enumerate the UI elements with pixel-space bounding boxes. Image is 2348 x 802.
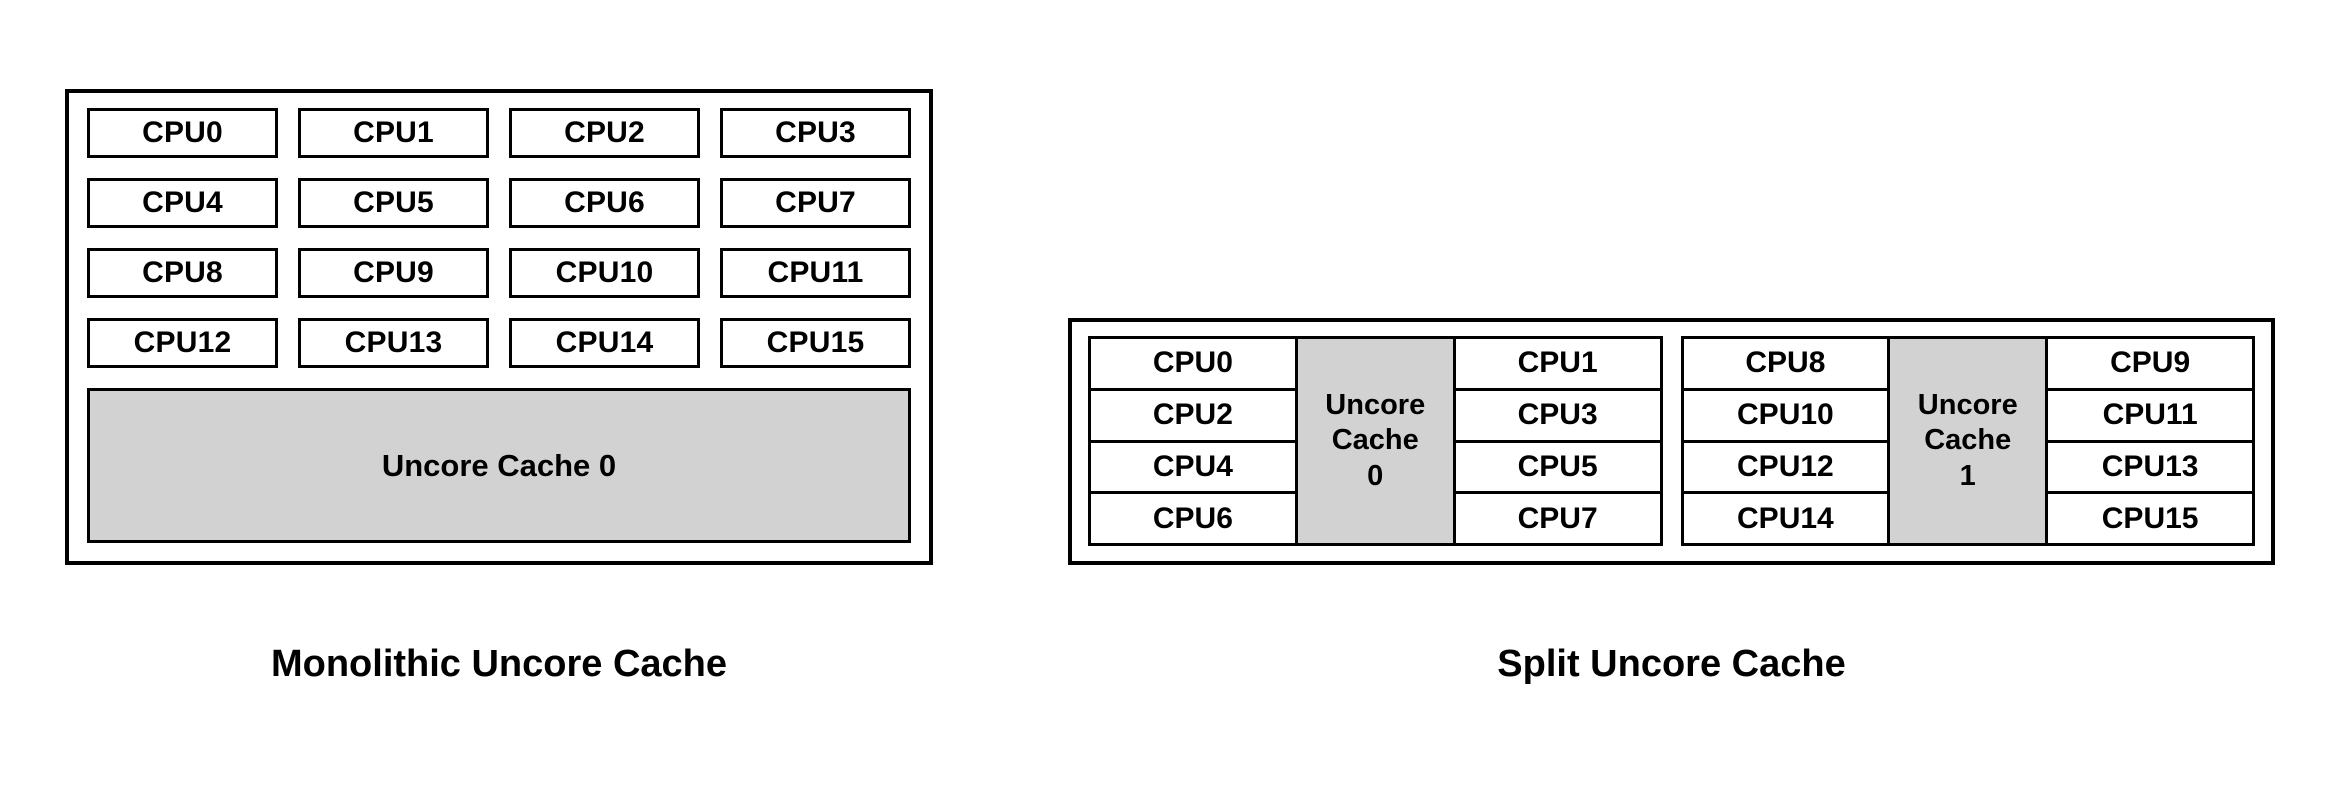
cpu-cell-4: CPU4 — [1091, 442, 1295, 495]
uncore-cache-1-line-3: 1 — [1959, 459, 1976, 492]
uncore-cache-0-line-3: 0 — [1367, 459, 1384, 492]
cpu-cell-3: CPU3 — [1455, 390, 1660, 443]
cpu-box-14: CPU14 — [509, 318, 700, 368]
uncore-cache-1-column: Uncore Cache 1 — [1890, 339, 2046, 543]
cpu-cell-12: CPU12 — [1683, 442, 1888, 495]
cpu-box-5: CPU5 — [298, 178, 489, 228]
cpu-box-11: CPU11 — [720, 248, 911, 298]
monolithic-caption: Monolithic Uncore Cache — [270, 643, 728, 685]
cpu-cell-0: CPU0 — [1091, 339, 1295, 391]
cpu-cell-7: CPU7 — [1455, 494, 1660, 543]
cpu-cell-8: CPU8 — [1683, 339, 1888, 391]
split-cache-groups: CPU0 CPU2 CPU4 CPU6 Uncore Cache 0 CPU1 … — [1088, 336, 2255, 546]
cpu-box-1: CPU1 — [298, 108, 489, 158]
cpu-cell-13: CPU13 — [2048, 442, 2252, 495]
cache-group-0-left-cpu-column: CPU0 CPU2 CPU4 CPU6 — [1091, 339, 1298, 543]
cpu-cell-9: CPU9 — [2048, 339, 2252, 391]
uncore-cache-1-line-1: Uncore — [1917, 388, 2018, 421]
cpu-cell-1: CPU1 — [1455, 339, 1660, 391]
cpu-cell-2: CPU2 — [1091, 390, 1295, 443]
cpu-box-10: CPU10 — [509, 248, 700, 298]
cpu-box-8: CPU8 — [87, 248, 278, 298]
cpu-box-0: CPU0 — [87, 108, 278, 158]
split-caption: Split Uncore Cache — [1497, 643, 1846, 685]
uncore-cache-0-box: Uncore Cache 0 — [87, 388, 911, 543]
uncore-cache-0-line-2: Cache — [1331, 424, 1419, 457]
cache-group-0: CPU0 CPU2 CPU4 CPU6 Uncore Cache 0 CPU1 … — [1088, 336, 1663, 546]
cpu-box-2: CPU2 — [509, 108, 700, 158]
monolithic-cpu-grid: CPU0 CPU1 CPU2 CPU3 CPU4 CPU5 CPU6 CPU7 … — [87, 108, 911, 368]
uncore-cache-0-line-1: Uncore — [1325, 388, 1426, 421]
cache-group-1-right-cpu-column: CPU9 CPU11 CPU13 CPU15 — [2045, 339, 2252, 543]
cpu-cell-10: CPU10 — [1683, 390, 1888, 443]
cpu-box-6: CPU6 — [509, 178, 700, 228]
cpu-box-15: CPU15 — [720, 318, 911, 368]
split-uncore-cache-panel: CPU0 CPU2 CPU4 CPU6 Uncore Cache 0 CPU1 … — [1068, 318, 2275, 565]
cpu-cell-5: CPU5 — [1455, 442, 1660, 495]
cpu-box-7: CPU7 — [720, 178, 911, 228]
uncore-cache-1-line-2: Cache — [1924, 424, 2012, 457]
cpu-cell-6: CPU6 — [1091, 494, 1295, 543]
cache-group-0-right-cpu-column: CPU1 CPU3 CPU5 CPU7 — [1452, 339, 1660, 543]
monolithic-uncore-cache-panel: CPU0 CPU1 CPU2 CPU3 CPU4 CPU5 CPU6 CPU7 … — [65, 89, 933, 565]
cpu-cell-14: CPU14 — [1683, 494, 1888, 543]
cache-group-1-left-cpu-column: CPU8 CPU10 CPU12 CPU14 — [1683, 339, 1891, 543]
cpu-cell-15: CPU15 — [2048, 494, 2252, 543]
uncore-cache-0-column: Uncore Cache 0 — [1297, 339, 1453, 543]
cpu-box-13: CPU13 — [298, 318, 489, 368]
cpu-box-9: CPU9 — [298, 248, 489, 298]
cpu-cell-11: CPU11 — [2048, 390, 2252, 443]
cpu-box-12: CPU12 — [87, 318, 278, 368]
cache-group-1: CPU8 CPU10 CPU12 CPU14 Uncore Cache 1 CP… — [1680, 336, 2255, 546]
cpu-box-4: CPU4 — [87, 178, 278, 228]
cpu-box-3: CPU3 — [720, 108, 911, 158]
